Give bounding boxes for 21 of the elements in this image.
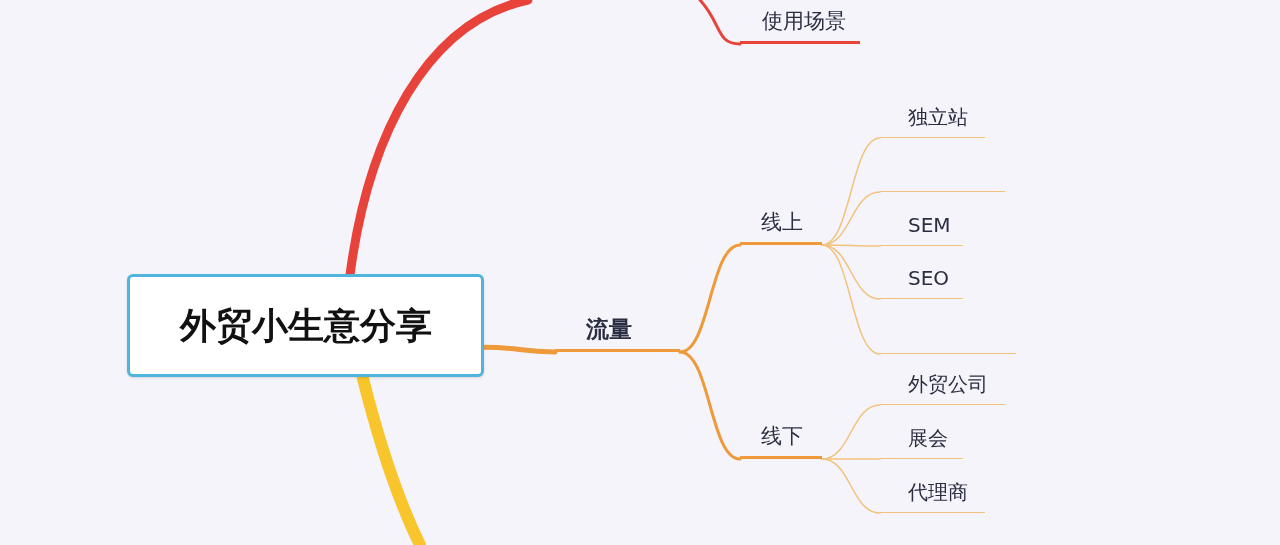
topic-underline (880, 190, 1005, 192)
branch-line (821, 244, 881, 247)
branch-line (678, 243, 742, 354)
central-topic-box: 外贸小生意分享 (127, 274, 484, 377)
branch-topic: 流量 (555, 316, 680, 352)
branch-line (821, 244, 881, 300)
topic-underline (880, 352, 1016, 354)
branch-line (698, 0, 742, 46)
branch-topic: 线下 (740, 423, 822, 459)
branch-topic: SEM (880, 210, 963, 246)
branch-topic: 使用场景 (740, 8, 860, 44)
branch-topic: 线上 (740, 209, 822, 245)
branch-line (678, 350, 742, 461)
branch-line (821, 458, 881, 460)
branch-topic: 外贸公司 (880, 369, 1005, 405)
branch-topic: 独立站 (880, 102, 985, 138)
branch-line (821, 458, 881, 514)
branch-topic: 代理商 (880, 477, 985, 513)
branch-line (821, 244, 881, 355)
branch-topic: 展会 (880, 423, 963, 459)
branch-topic: SEO (880, 263, 963, 299)
